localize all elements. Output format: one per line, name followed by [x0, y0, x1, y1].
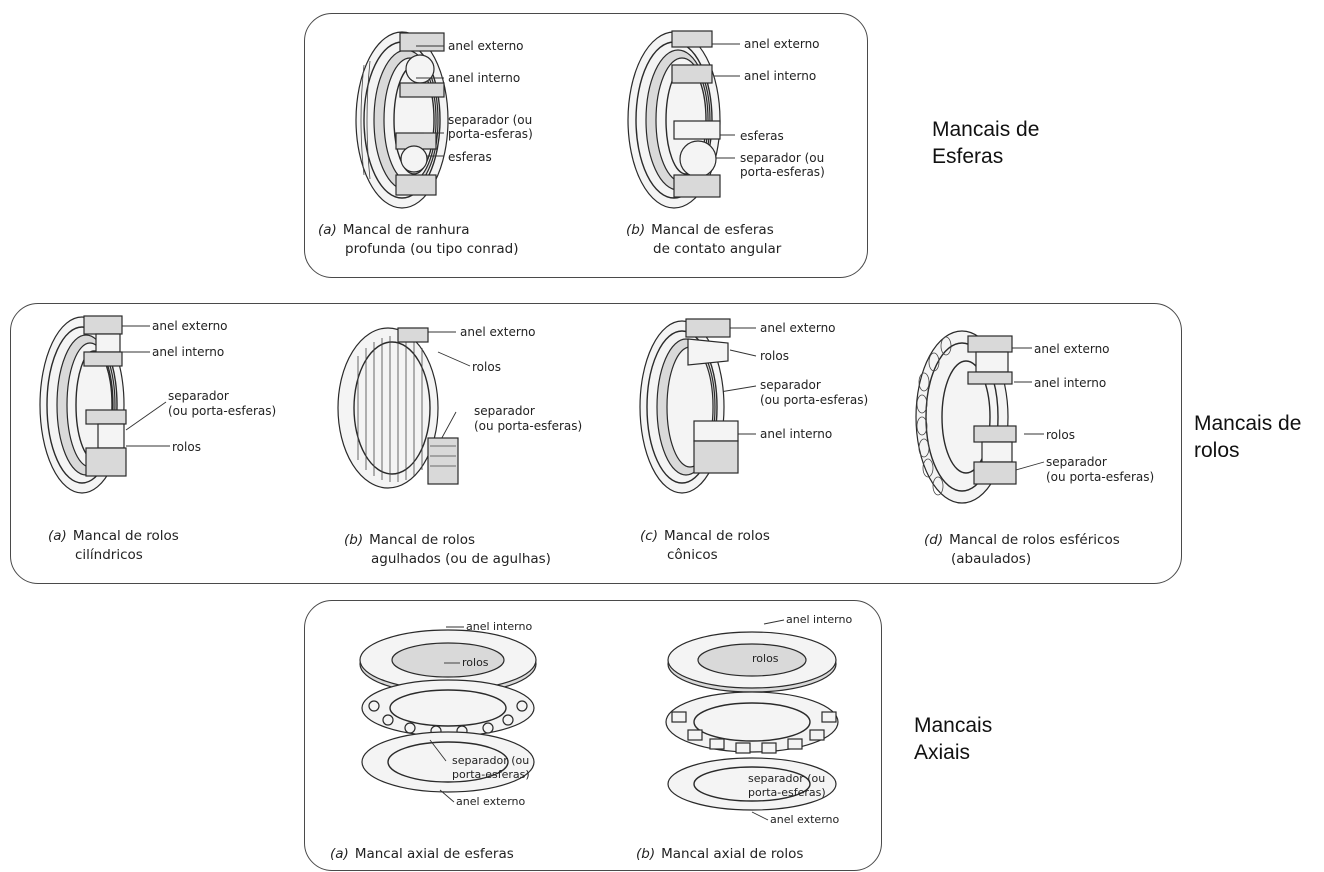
caption-line1: Mancal axial de esferas	[355, 846, 514, 862]
title-line1: Mancais	[914, 712, 992, 739]
label-rolos: rolos	[462, 656, 489, 670]
caption-tag: (b)	[636, 846, 655, 862]
label-separador: separador (ou	[748, 772, 825, 786]
caption-fig-3b: (b) Mancal axial de rolos	[636, 845, 803, 864]
caption-tag: (a)	[330, 846, 349, 862]
label-porta-esferas: porta-esferas)	[748, 786, 826, 800]
label-anel-externo: anel externo	[770, 813, 839, 827]
group-title-axiais: Mancais Axiais	[914, 712, 992, 766]
label-anel-interno: anel interno	[786, 613, 852, 627]
label-porta-esferas: porta-esferas)	[452, 768, 530, 782]
label-rolos: rolos	[752, 652, 779, 666]
caption-line1: Mancal axial de rolos	[661, 846, 803, 862]
title-line2: Axiais	[914, 739, 992, 766]
label-anel-interno: anel interno	[466, 620, 532, 634]
label-separador: separador (ou	[452, 754, 529, 768]
label-anel-externo: anel externo	[456, 795, 525, 809]
caption-fig-3a: (a) Mancal axial de esferas	[330, 845, 514, 864]
